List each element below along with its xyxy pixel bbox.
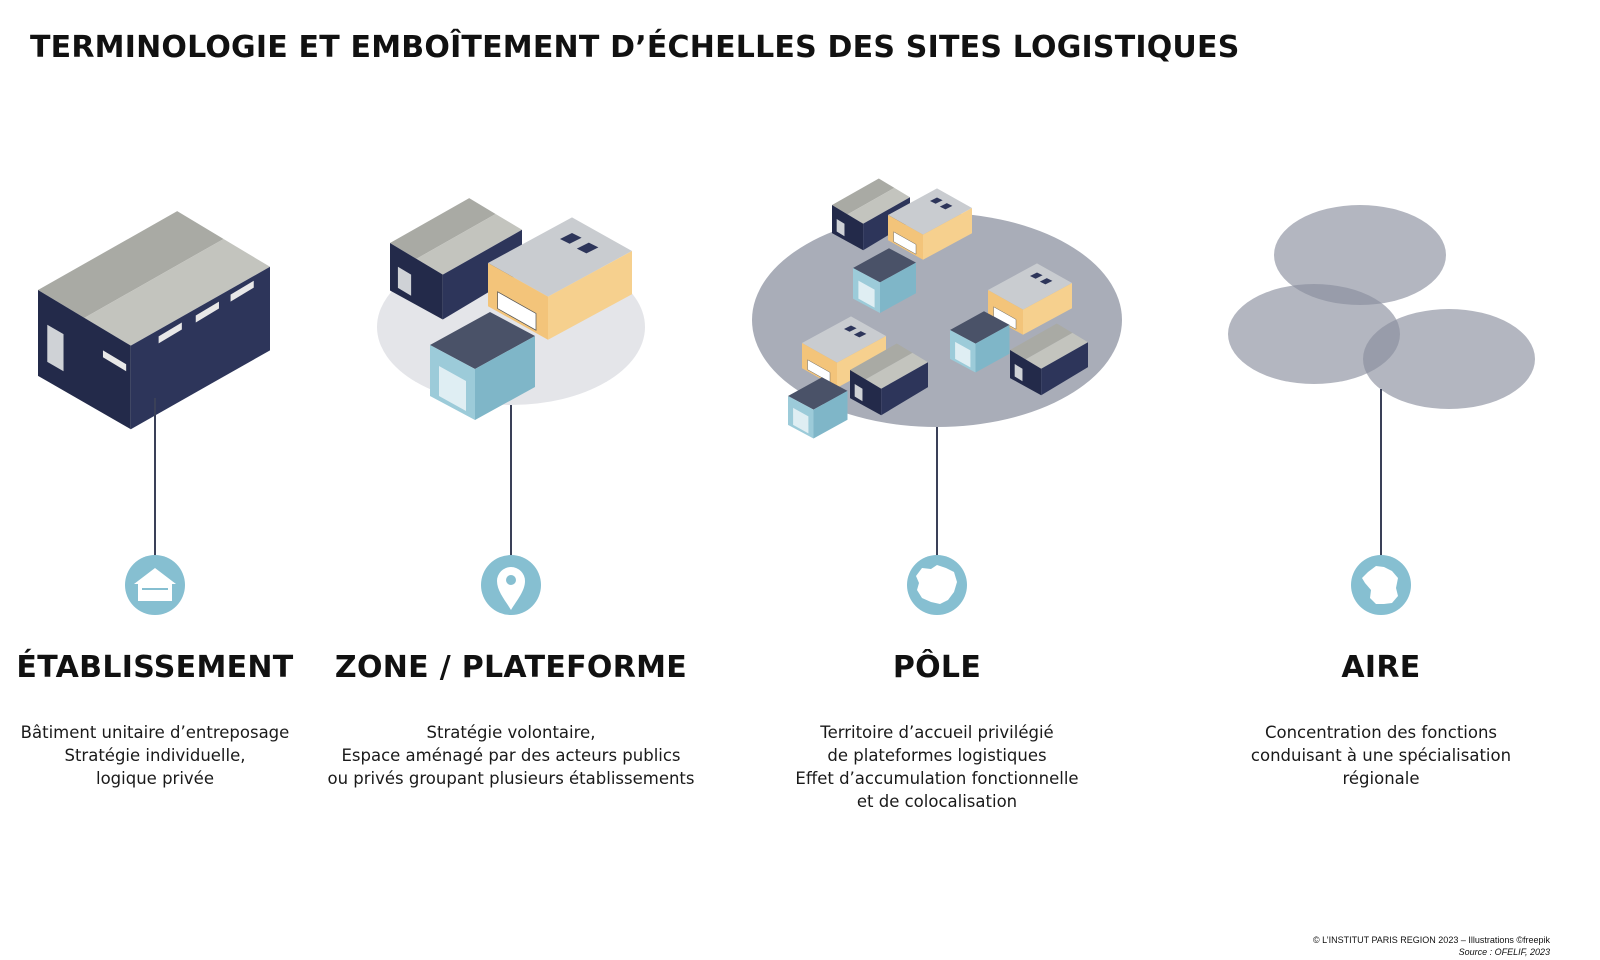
description-zone-plateforme: Stratégie volontaire, Espace aménagé par… bbox=[301, 721, 721, 790]
desc-line: Espace aménagé par des acteurs publics bbox=[341, 746, 681, 765]
desc-line: Stratégie volontaire, bbox=[426, 723, 596, 742]
heading-pole: PÔLE bbox=[892, 650, 982, 685]
credit-copyright: © L’INSTITUT PARIS REGION 2023 – Illustr… bbox=[1312, 935, 1550, 945]
description-etablissement: Bâtiment unitaire d’entreposage Stratégi… bbox=[0, 721, 365, 790]
desc-line: Effet d’accumulation fonctionnelle bbox=[795, 769, 1079, 788]
description-pole: Territoire d’accueil privilégié de plate… bbox=[727, 721, 1147, 813]
desc-line: ou privés groupant plusieurs établisseme… bbox=[327, 769, 695, 788]
heading-zone-plateforme: ZONE / PLATEFORME bbox=[334, 650, 688, 685]
desc-line: et de colocalisation bbox=[856, 792, 1018, 811]
zone-illustration bbox=[377, 198, 645, 556]
credit-source: Source : OFELIF, 2023 bbox=[1458, 947, 1550, 957]
page-title: TERMINOLOGIE ET EMBOÎTEMENT D’ÉCHELLES D… bbox=[30, 30, 1240, 65]
desc-line: Concentration des fonctions bbox=[1264, 723, 1498, 742]
heading-aire: AIRE bbox=[1341, 650, 1421, 685]
column-zone-plateforme: ZONE / PLATEFORME Stratégie volontaire, … bbox=[301, 650, 721, 790]
column-pole: PÔLE Territoire d’accueil privilégié de … bbox=[727, 650, 1147, 813]
column-etablissement: ÉTABLISSEMENT Bâtiment unitaire d’entrep… bbox=[0, 650, 365, 790]
credit-block: © L’INSTITUT PARIS REGION 2023 – Illustr… bbox=[1313, 934, 1550, 958]
heading-etablissement: ÉTABLISSEMENT bbox=[16, 650, 294, 685]
desc-line: régionale bbox=[1342, 769, 1420, 788]
desc-line: Territoire d’accueil privilégié bbox=[820, 723, 1054, 742]
establishment-illustration bbox=[38, 211, 270, 556]
column-aire: AIRE Concentration des fonctions conduis… bbox=[1171, 650, 1591, 790]
desc-line: Bâtiment unitaire d’entreposage bbox=[20, 723, 290, 742]
warehouse-icon bbox=[125, 555, 185, 615]
illustration-row bbox=[38, 178, 1535, 615]
description-aire: Concentration des fonctions conduisant à… bbox=[1171, 721, 1591, 790]
aire-illustration bbox=[1228, 205, 1535, 556]
france-map-icon bbox=[1351, 555, 1411, 615]
desc-line: logique privée bbox=[96, 769, 214, 788]
desc-line: Stratégie individuelle, bbox=[64, 746, 246, 765]
map-pin-icon bbox=[481, 555, 541, 615]
desc-line: de plateformes logistiques bbox=[827, 746, 1047, 765]
desc-line: conduisant à une spécialisation bbox=[1250, 746, 1512, 765]
ile-de-france-map-icon bbox=[907, 555, 967, 615]
pole-illustration bbox=[752, 178, 1122, 556]
